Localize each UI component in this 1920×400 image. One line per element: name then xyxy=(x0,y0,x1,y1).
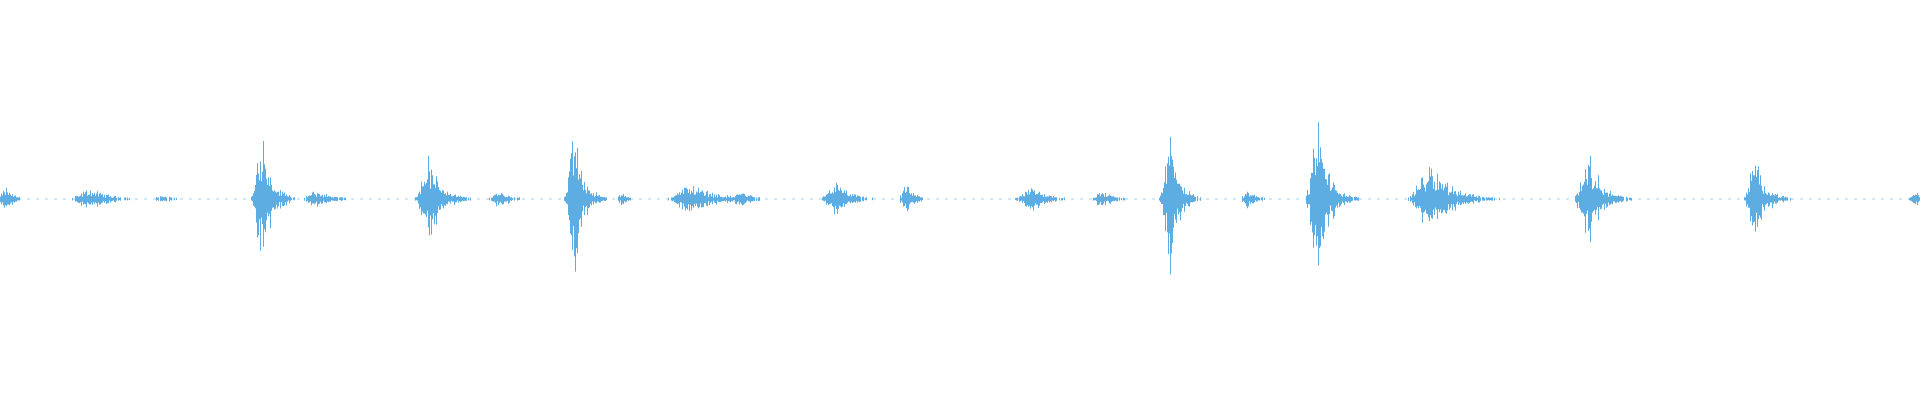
waveform-samples xyxy=(0,122,1920,275)
waveform-trace xyxy=(0,122,1920,275)
